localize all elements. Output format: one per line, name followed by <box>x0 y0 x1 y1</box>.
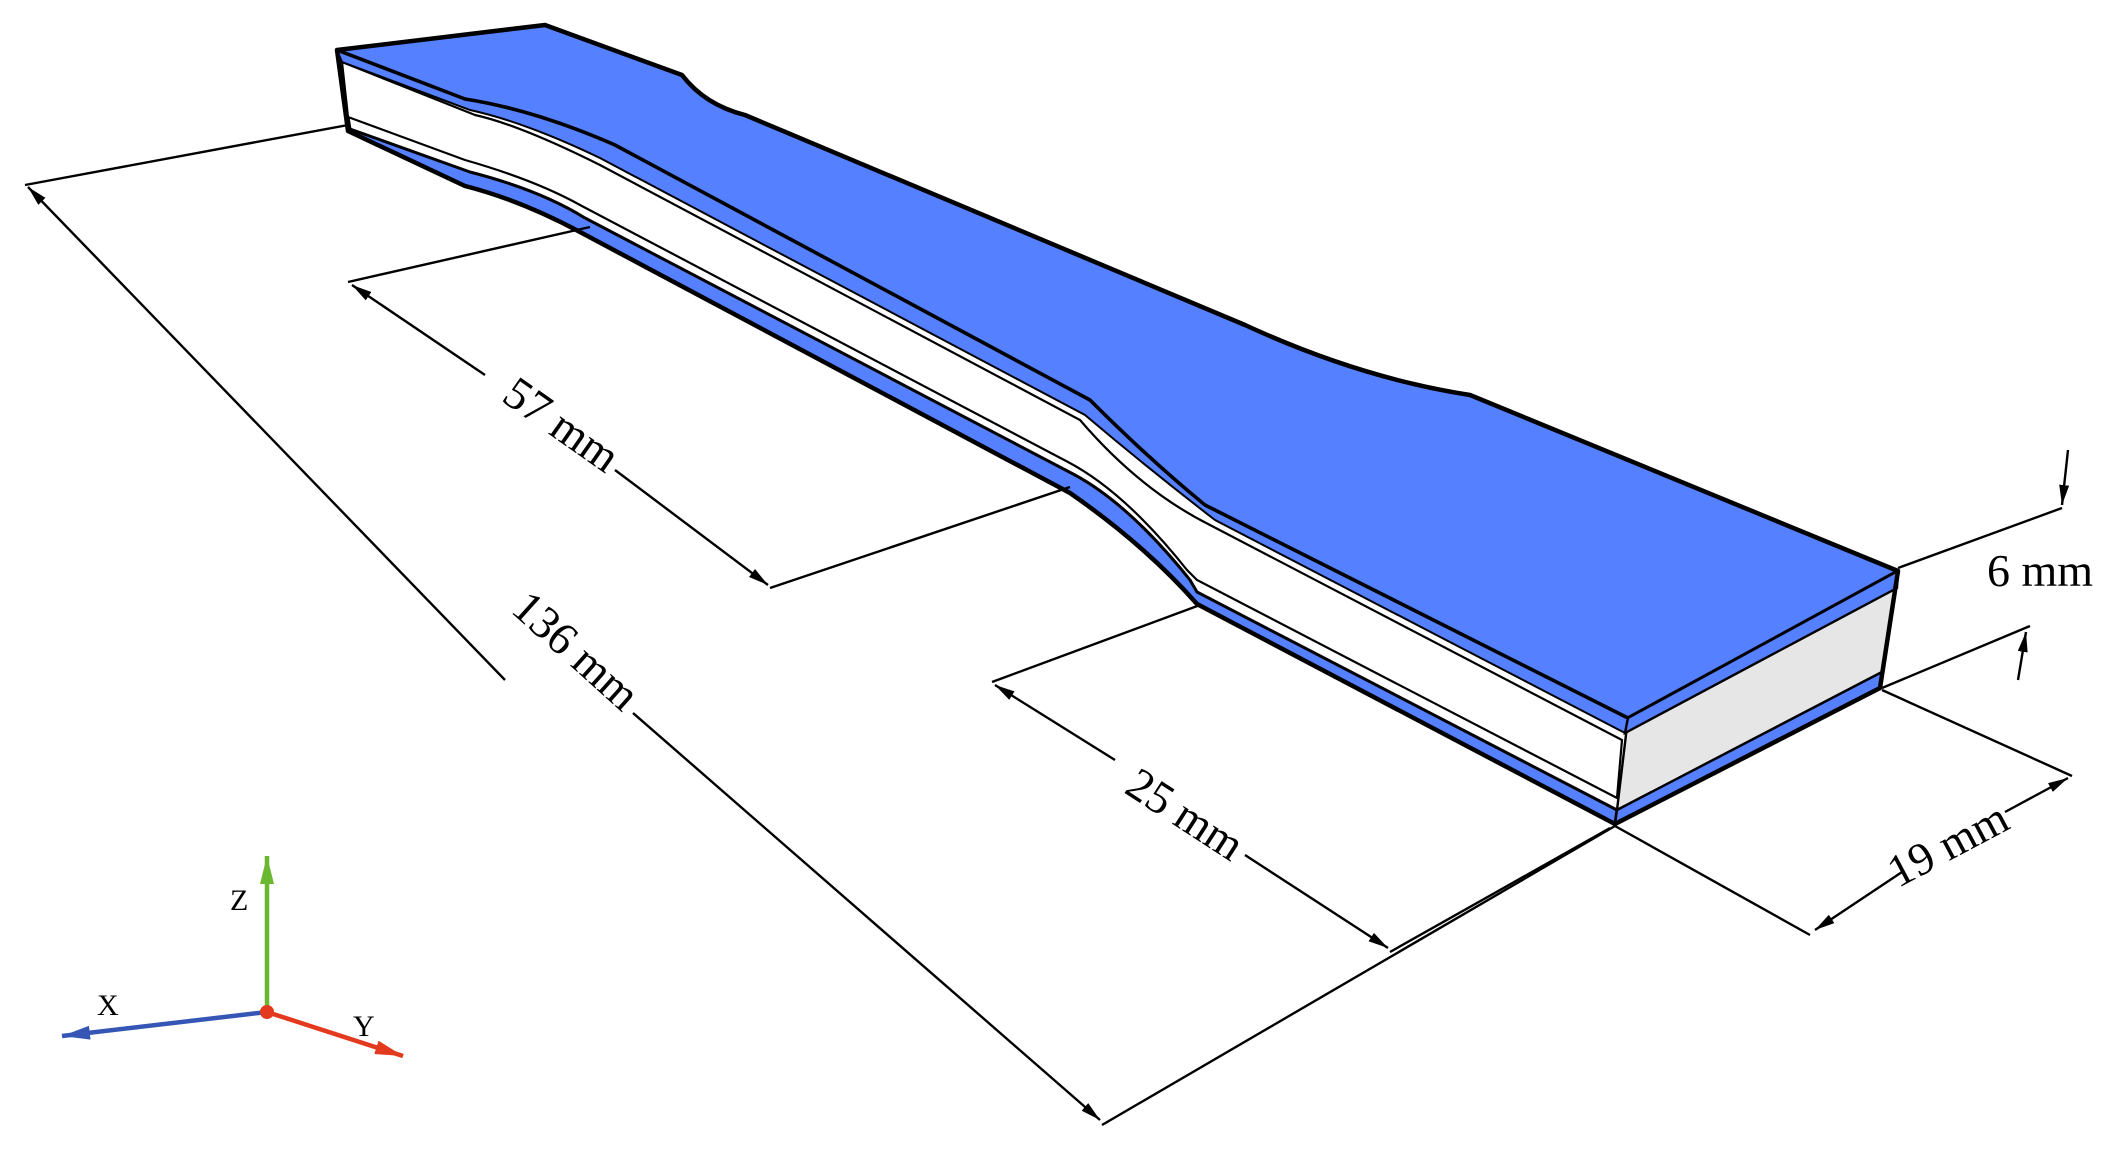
label-thickness: 6 mm <box>1987 545 2093 596</box>
axis-x-label: X <box>97 989 119 1022</box>
axis-x-arrow <box>61 1009 268 1040</box>
label-width: 19 mm <box>1879 791 2017 897</box>
dimension-lines <box>24 123 2073 1127</box>
axis-y-label: Y <box>353 1010 375 1043</box>
specimen-outline <box>334 22 1901 827</box>
axis-y-arrow <box>266 1009 404 1059</box>
label-gauge-length: 57 mm <box>494 366 629 482</box>
label-overall-length: 136 mm <box>503 581 650 721</box>
axis-z-label: Z <box>230 884 248 917</box>
coordinate-triad: Z X Y <box>61 856 404 1059</box>
label-grip-length: 25 mm <box>1117 757 1253 870</box>
core-side-face <box>340 60 1624 800</box>
triad-origin <box>260 1005 274 1019</box>
dogbone-specimen <box>334 22 1901 827</box>
